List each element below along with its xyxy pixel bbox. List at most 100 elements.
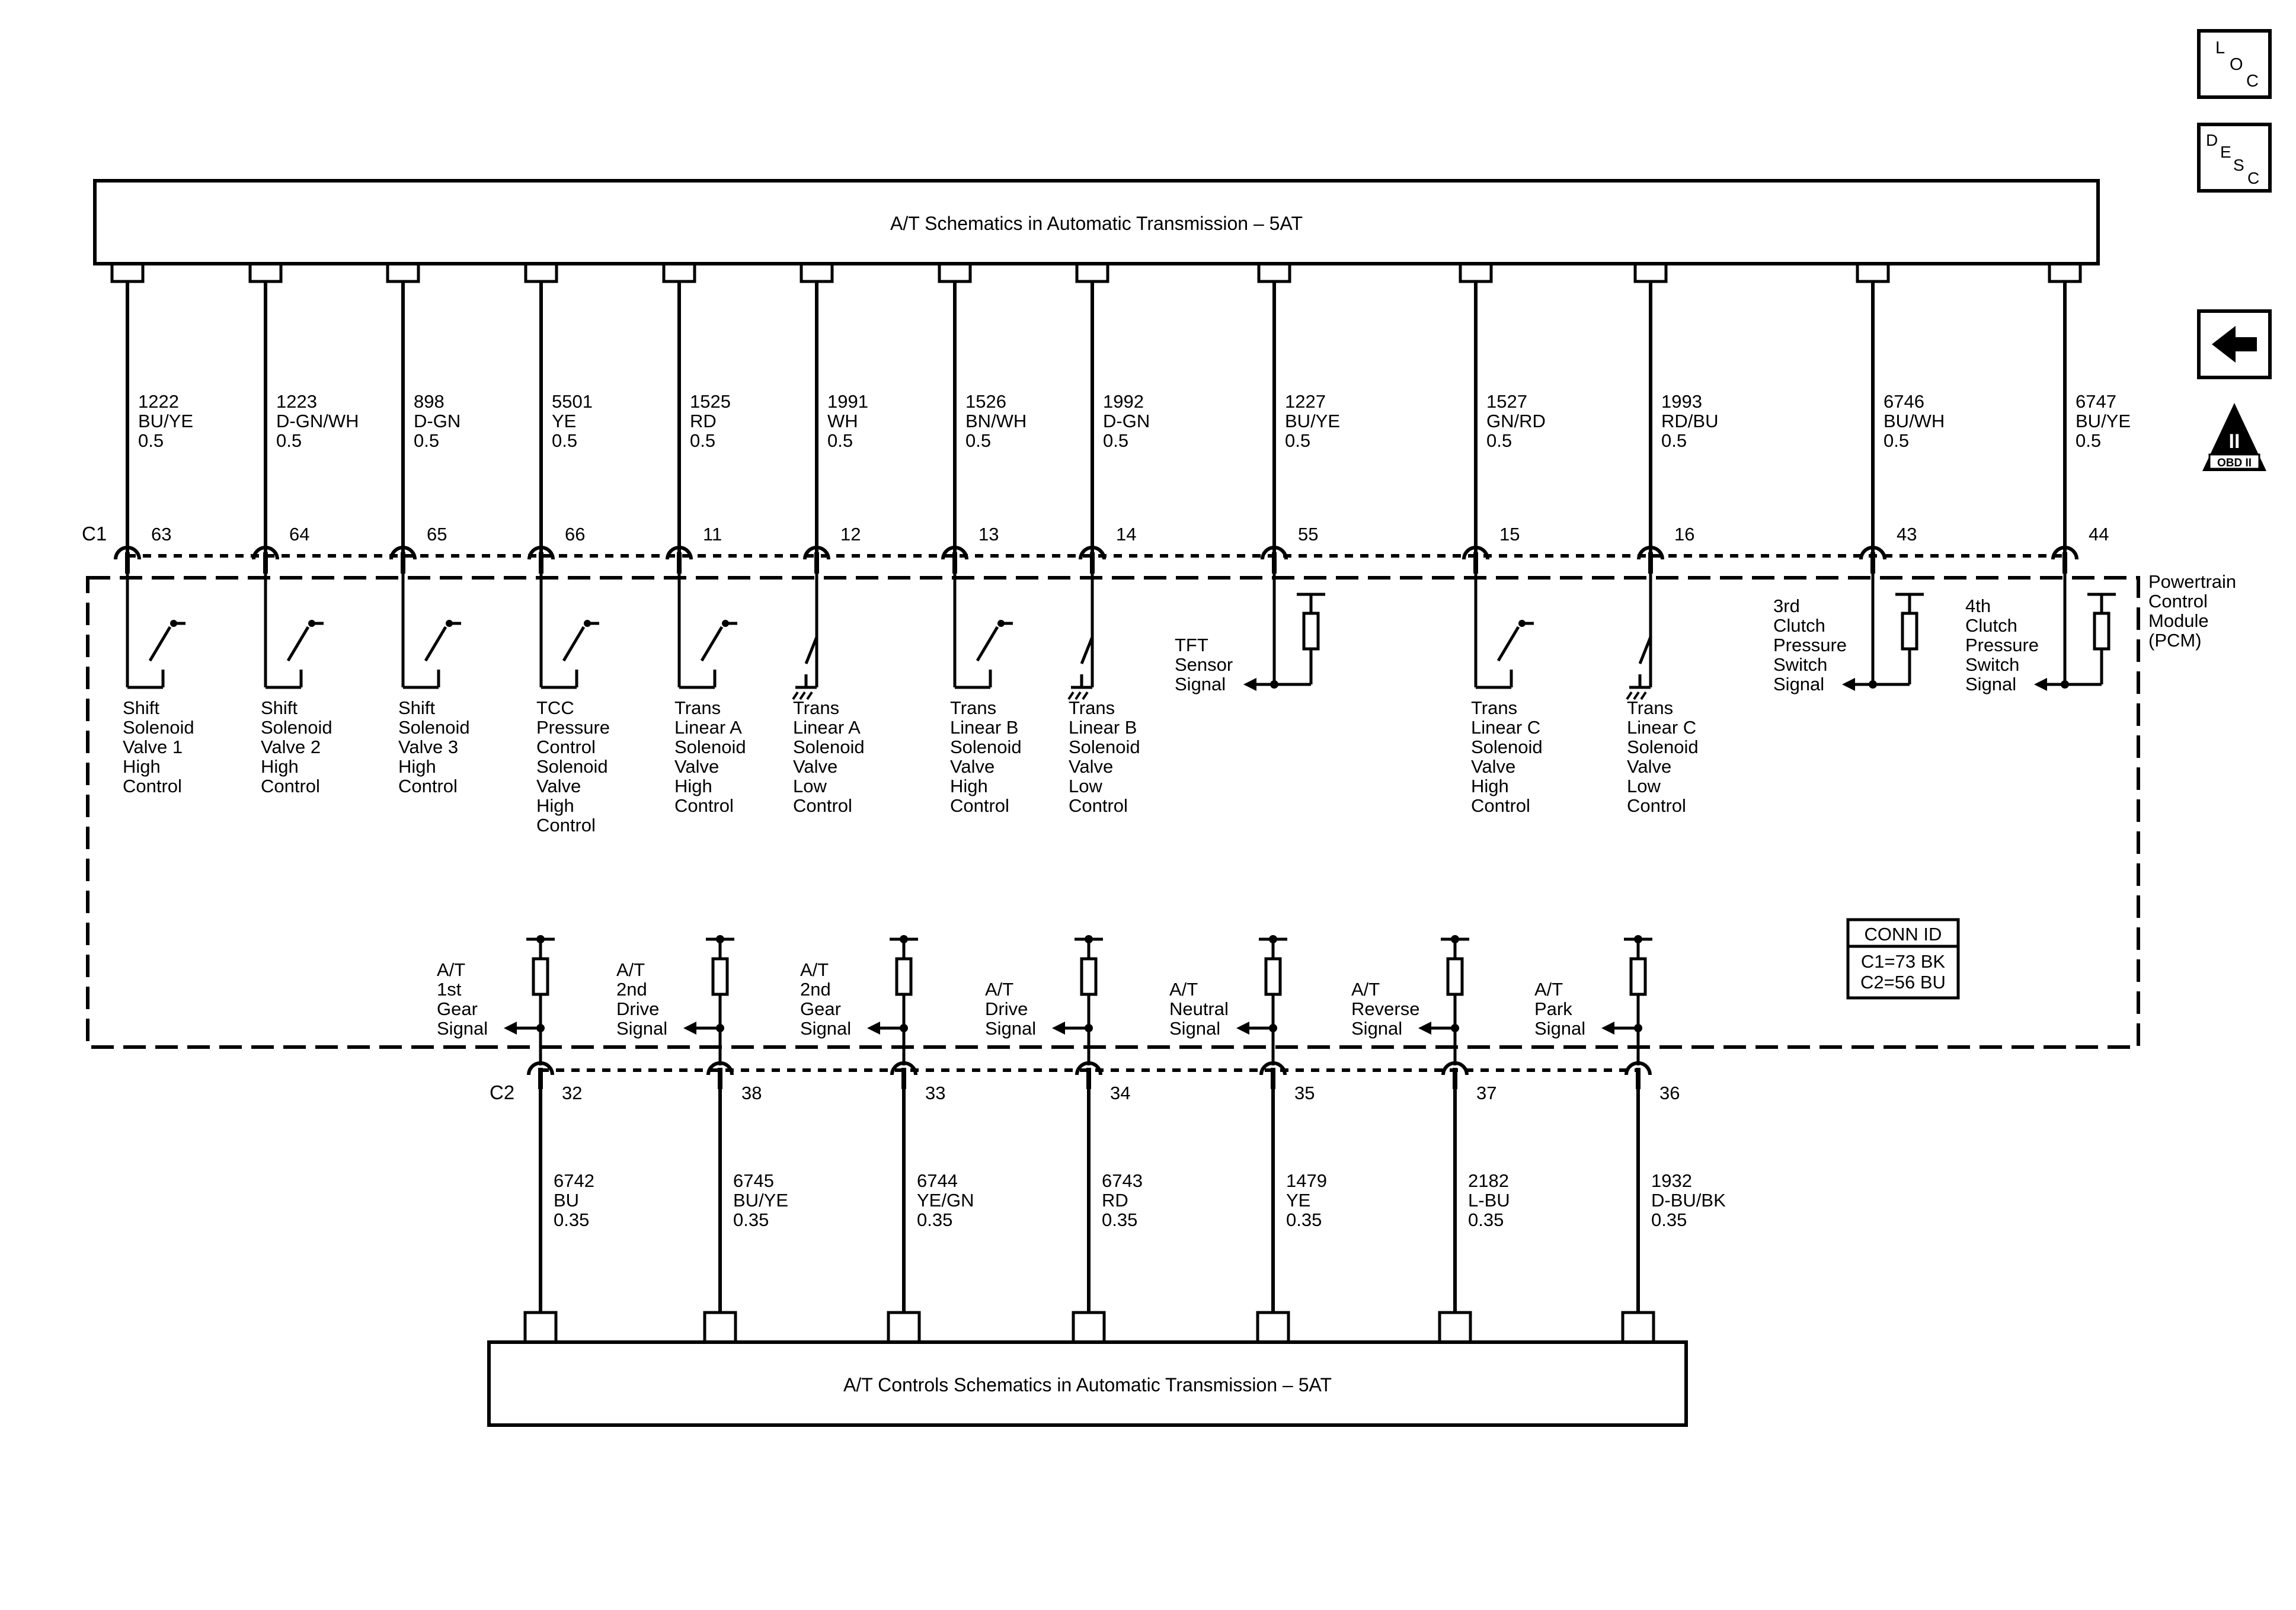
signal-arrow: [504, 1022, 517, 1035]
circuit-label: Control: [536, 737, 596, 757]
ground-icon: [806, 691, 813, 700]
circuit-label: A/T: [1534, 979, 1563, 1000]
wire-spec: 0.5: [1884, 430, 1909, 451]
resistor: [895, 957, 913, 996]
c2-circuits: A/T1stGearSignal326742BU0.35A/T2ndDriveS…: [437, 935, 1726, 1342]
pin-number: 64: [289, 524, 309, 545]
pin-arc: [1079, 546, 1106, 560]
pin-arc: [1075, 1061, 1102, 1076]
circuit-66[interactable]: 5501YE0.566TCCPressureControlSolenoidVal…: [524, 264, 610, 836]
conn-id-line: C1=73 BK: [1861, 951, 1946, 972]
bottom-schematic-box[interactable]: [487, 1340, 1688, 1427]
wire-spec: 0.35: [1651, 1209, 1687, 1230]
circuit-43[interactable]: 6746BU/WH0.5433rdClutchPressureSwitchSig…: [1773, 264, 1945, 694]
circuit-label: TFT: [1175, 635, 1208, 655]
switch-blade: [424, 626, 447, 662]
ground-icon: [1082, 691, 1089, 700]
node-dot: [2061, 680, 2069, 689]
wire-spec: 1527: [1486, 391, 1527, 412]
circuit-label: Valve 3: [398, 737, 458, 757]
circuit-label: Gear: [800, 998, 841, 1019]
terminal-connector: [1256, 1311, 1290, 1342]
loc-button[interactable]: L O C: [2197, 29, 2272, 99]
terminal-connector: [662, 264, 696, 283]
circuit-label: Signal: [1773, 674, 1824, 694]
circuit-label: High: [1471, 776, 1509, 796]
circuit-label: Shift: [261, 697, 298, 718]
switch-blade: [1080, 636, 1094, 664]
circuit-label: Valve: [536, 776, 581, 796]
circuit-44[interactable]: 6747BU/YE0.5444thClutchPressureSwitchSig…: [1965, 264, 2131, 694]
desc-button[interactable]: D E S C: [2197, 123, 2272, 193]
pin-arc: [527, 546, 555, 560]
desc-button-letter: E: [2220, 143, 2231, 161]
pin-number: 36: [1659, 1083, 1680, 1103]
wire-spec: 6744: [917, 1170, 958, 1191]
pin-number: 14: [1116, 524, 1136, 545]
wire-spec: 6742: [554, 1170, 594, 1191]
desc-button-letter: D: [2206, 131, 2218, 149]
circuit-label: Linear B: [950, 717, 1018, 738]
terminal-connector: [1621, 1311, 1655, 1342]
terminal-connector: [1072, 1311, 1106, 1342]
circuit-label: A/T: [1169, 979, 1198, 1000]
terminal-connector: [523, 1311, 558, 1342]
node-dot: [1085, 1024, 1093, 1032]
pin-number: 16: [1674, 524, 1694, 545]
wire-spec: 0.35: [1286, 1209, 1322, 1230]
conn-id-title: CONN ID: [1865, 924, 1942, 945]
node-dot: [1869, 680, 1877, 689]
circuit-label: Solenoid: [1471, 737, 1543, 757]
circuit-label: Trans: [1471, 697, 1517, 718]
circuit-label: Valve: [674, 756, 719, 777]
circuit-label: Clutch: [1773, 615, 1825, 636]
wire-spec: 5501: [552, 391, 593, 412]
pin-arc: [890, 1061, 917, 1076]
switch-blade: [1638, 636, 1652, 664]
circuit-label: Solenoid: [1627, 737, 1699, 757]
pin-number: 38: [741, 1083, 762, 1103]
signal-arrow: [1601, 1022, 1614, 1035]
wire-spec: 0.5: [276, 430, 302, 451]
obd-ii-button[interactable]: II OBD II: [2202, 403, 2266, 471]
circuit-label: Sensor: [1175, 654, 1233, 675]
resistor: [1901, 612, 1918, 651]
circuit-label: A/T: [616, 959, 645, 980]
node-dot: [536, 1024, 545, 1032]
obd-label: OBD II: [2217, 457, 2252, 469]
loc-button-letter: O: [2230, 55, 2243, 74]
circuit-label: Valve 1: [123, 737, 183, 757]
module-label-line: Module: [2148, 610, 2209, 631]
wire-spec: YE: [1286, 1190, 1310, 1211]
back-arrow-button[interactable]: [2197, 309, 2272, 379]
top-schematic-box[interactable]: [93, 179, 2100, 265]
pin-arc: [1462, 546, 1489, 560]
circuit-label: Control: [950, 795, 1009, 816]
circuit-label: High: [950, 776, 988, 796]
circuit-label: Linear A: [674, 717, 742, 738]
connector-c2-label: C2: [490, 1081, 514, 1103]
resistor: [1629, 957, 1647, 996]
back-arrow-icon: [2212, 326, 2257, 363]
pin-arc: [252, 546, 279, 560]
circuit-label: Solenoid: [398, 717, 470, 738]
circuit-label: Control: [1471, 795, 1530, 816]
pin-number: 13: [978, 524, 999, 545]
